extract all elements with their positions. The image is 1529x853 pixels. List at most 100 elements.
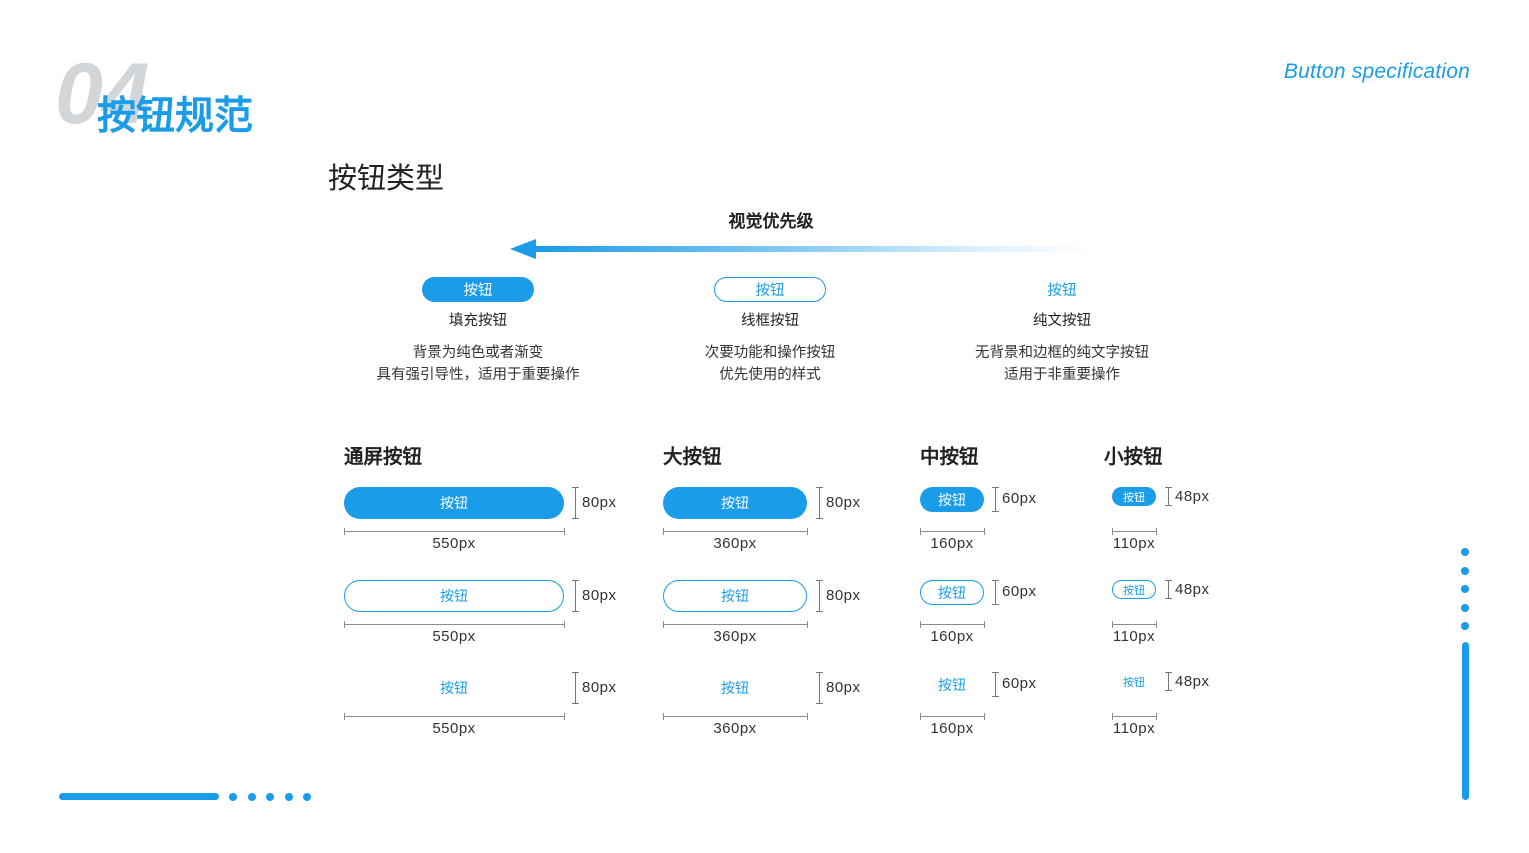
page-title: 按钮规范 xyxy=(97,95,254,138)
text-button-sample[interactable]: 按钮 xyxy=(1047,283,1077,299)
outline-button-sample[interactable]: 按钮 xyxy=(1112,580,1156,599)
text-button-sample[interactable]: 按钮 xyxy=(1123,676,1145,689)
size-row-filled: 按钮 48px 110px xyxy=(1112,487,1412,557)
width-dimension-label: 160px xyxy=(930,628,974,645)
width-dimension-label: 360px xyxy=(713,720,757,737)
type-description-line: 优先使用的样式 xyxy=(719,367,821,383)
type-description-line: 次要功能和操作按钮 xyxy=(704,345,836,361)
height-dimension-label: 48px xyxy=(1175,581,1210,598)
text-button-sample[interactable]: 按钮 xyxy=(938,676,966,693)
width-dimension-marker xyxy=(920,621,985,628)
width-dimension-marker xyxy=(344,621,565,628)
size-group-title: 大按钮 xyxy=(663,446,722,468)
height-dimension-label: 80px xyxy=(582,587,617,604)
width-dimension-label: 160px xyxy=(930,720,974,737)
width-dimension-label: 110px xyxy=(1112,628,1156,645)
filled-button-sample[interactable]: 按钮 xyxy=(1112,487,1156,506)
width-dimension-marker xyxy=(1112,528,1157,535)
priority-arrow-line xyxy=(532,246,1092,252)
arrow-left-icon xyxy=(510,239,536,259)
size-row-outline: 按钮 48px 110px xyxy=(1112,580,1412,650)
decor-dot xyxy=(1461,585,1469,593)
size-row-text: 按钮 48px 110px xyxy=(1112,672,1412,742)
decor-dot xyxy=(266,793,274,801)
size-row-outline: 按钮 60px 160px xyxy=(920,580,1220,650)
size-row-filled: 按钮 80px 550px xyxy=(344,487,644,557)
width-dimension-marker xyxy=(663,713,808,720)
width-dimension-marker xyxy=(663,621,808,628)
size-row-outline: 按钮 80px 360px xyxy=(663,580,963,650)
text-button-sample[interactable]: 按钮 xyxy=(440,680,468,696)
type-description-line: 背景为纯色或者渐变 xyxy=(412,345,544,361)
width-dimension-label: 550px xyxy=(432,720,476,737)
outline-button-sample[interactable]: 按钮 xyxy=(344,580,564,612)
type-description: 背景为纯色或者渐变 具有强引导性，适用于重要操作 xyxy=(328,342,628,386)
width-dimension-marker xyxy=(344,528,565,535)
section-number: 04 xyxy=(55,46,150,142)
size-row-text: 按钮 60px 160px xyxy=(920,672,1220,742)
height-dimension-marker xyxy=(1165,580,1172,599)
decor-dot xyxy=(285,793,293,801)
height-dimension-label: 80px xyxy=(826,587,861,604)
filled-button-sample[interactable]: 按钮 xyxy=(920,487,984,512)
decor-dot xyxy=(248,793,256,801)
height-dimension-label: 80px xyxy=(582,494,617,511)
width-dimension-label: 360px xyxy=(713,535,757,552)
size-row-filled: 按钮 60px 160px xyxy=(920,487,1220,557)
size-row-filled: 按钮 80px 360px xyxy=(663,487,963,557)
priority-label: 视觉优先级 xyxy=(728,212,814,231)
height-dimension-marker xyxy=(572,672,579,704)
height-dimension-marker xyxy=(572,580,579,612)
height-dimension-marker xyxy=(992,580,999,605)
width-dimension-marker xyxy=(1112,621,1157,628)
height-dimension-label: 48px xyxy=(1175,488,1210,505)
height-dimension-label: 48px xyxy=(1175,673,1210,690)
size-row-outline: 按钮 80px 550px xyxy=(344,580,644,650)
decor-dot xyxy=(303,793,311,801)
width-dimension-label: 110px xyxy=(1112,535,1156,552)
size-row-text: 按钮 80px 360px xyxy=(663,672,963,742)
type-description-line: 无背景和边框的纯文字按钮 xyxy=(975,345,1149,361)
decor-dot xyxy=(229,793,237,801)
decor-dot xyxy=(1461,567,1469,575)
type-description-line: 适用于非重要操作 xyxy=(1004,367,1120,383)
width-dimension-marker xyxy=(920,713,985,720)
height-dimension-marker xyxy=(992,672,999,697)
width-dimension-label: 550px xyxy=(432,535,476,552)
outline-button-sample[interactable]: 按钮 xyxy=(920,580,984,605)
filled-button-sample[interactable]: 按钮 xyxy=(344,487,564,519)
decor-dot xyxy=(1461,604,1469,612)
filled-button-sample[interactable]: 按钮 xyxy=(663,487,807,519)
width-dimension-marker xyxy=(344,713,565,720)
type-name: 填充按钮 xyxy=(449,313,507,329)
decor-progress-bar-horizontal xyxy=(59,793,219,800)
filled-button-sample[interactable]: 按钮 xyxy=(422,277,534,302)
height-dimension-label: 60px xyxy=(1002,490,1037,507)
width-dimension-marker xyxy=(663,528,808,535)
height-dimension-label: 80px xyxy=(826,494,861,511)
height-dimension-label: 60px xyxy=(1002,675,1037,692)
size-group-small: 小按钮 按钮 48px 110px 按钮 48px 110px 按钮 48px … xyxy=(1104,446,1412,776)
width-dimension-marker xyxy=(1112,713,1157,720)
outline-button-sample[interactable]: 按钮 xyxy=(714,277,826,302)
height-dimension-label: 80px xyxy=(826,679,861,696)
height-dimension-marker xyxy=(1165,487,1172,506)
section-title-button-types: 按钮类型 xyxy=(328,163,445,195)
size-group-full-width: 通屏按钮 按钮 80px 550px 按钮 80px 550px 按钮 80px… xyxy=(344,446,644,776)
page-subtitle-en: Button specification xyxy=(1283,60,1470,83)
text-button-sample[interactable]: 按钮 xyxy=(721,680,749,696)
size-group-title: 中按钮 xyxy=(920,446,979,468)
height-dimension-label: 80px xyxy=(582,679,617,696)
type-column-text: 按钮 纯文按钮 无背景和边框的纯文字按钮 适用于非重要操作 xyxy=(912,277,1212,407)
size-group-title: 小按钮 xyxy=(1104,446,1163,468)
decor-dot xyxy=(1461,548,1469,556)
width-dimension-label: 160px xyxy=(930,535,974,552)
size-group-large: 大按钮 按钮 80px 360px 按钮 80px 360px 按钮 80px … xyxy=(663,446,963,776)
height-dimension-marker xyxy=(816,487,823,519)
height-dimension-marker xyxy=(816,580,823,612)
size-group-medium: 中按钮 按钮 60px 160px 按钮 60px 160px 按钮 60px … xyxy=(920,446,1220,776)
size-group-title: 通屏按钮 xyxy=(344,446,423,468)
outline-button-sample[interactable]: 按钮 xyxy=(663,580,807,612)
height-dimension-marker xyxy=(816,672,823,704)
type-description: 次要功能和操作按钮 优先使用的样式 xyxy=(620,342,920,386)
